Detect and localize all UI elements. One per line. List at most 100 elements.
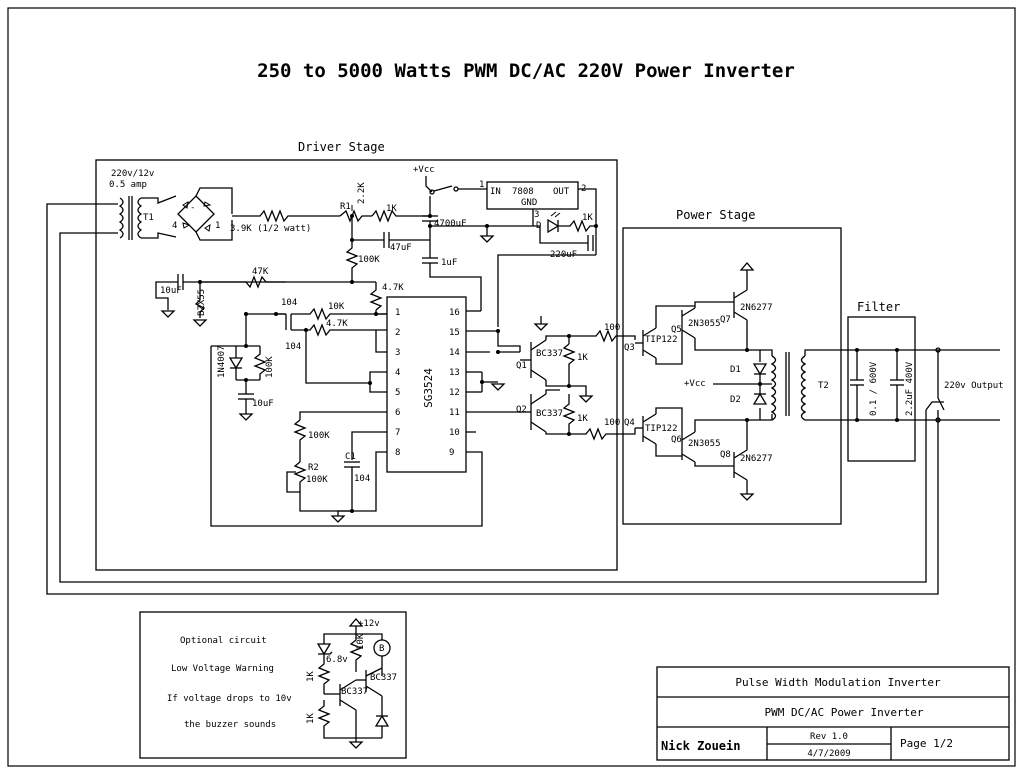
transistor-q2 [530, 393, 547, 433]
transistor-q5 [681, 307, 696, 339]
c1-value: 104 [354, 474, 370, 484]
optional-q-a-label: BC337 [341, 687, 368, 697]
q4-part: TIP122 [645, 424, 678, 434]
ic-pins-left: 1 2 3 4 5 6 7 8 [395, 308, 400, 458]
led-d-label: D [536, 221, 541, 231]
titleblock-page: Page 1/2 [900, 737, 953, 750]
ic-pin-left: 4 [395, 368, 400, 378]
buzzer-icon: B [373, 639, 391, 657]
optional-q-b [356, 667, 383, 697]
c-1uf-label: 1uF [441, 258, 457, 268]
q6-label: Q6 [671, 435, 682, 445]
r1-pot [339, 209, 372, 223]
r-100-b-label: 100 [604, 418, 620, 428]
ground-icon [192, 319, 208, 327]
junction-dots [198, 214, 899, 513]
r-100k-b-label: 100K [265, 356, 275, 378]
r-3k9-label: 3.9K (1/2 watt) [230, 224, 311, 234]
ic-pin-stubs [376, 310, 520, 433]
transformer-t1 [118, 195, 177, 240]
optional-line2: Low Voltage Warning [171, 664, 274, 674]
ground-icon [160, 310, 176, 318]
zener-label: BZX55 [197, 289, 207, 316]
ground-icon [330, 515, 346, 523]
titleblock-author: Nick Zouein [661, 739, 740, 753]
r2-value: 100K [306, 475, 328, 485]
regulator-pin3: 3 [534, 210, 539, 220]
r2-label: R2 [308, 463, 319, 473]
r-3k9-resistor [232, 209, 340, 223]
titleblock-rev: Rev 1.0 [810, 732, 848, 742]
filter-label: Filter [857, 300, 900, 314]
optional-line4: the buzzer sounds [184, 720, 276, 730]
ic-pin-right: 14 [449, 348, 460, 358]
ic-pin-left: 7 [395, 428, 400, 438]
optional-schematic: +12v 6.8v 10K B 1K BC337 BC337 [306, 618, 397, 749]
r-100-b [569, 427, 636, 441]
optional-1k-b-label: 1K [306, 713, 316, 724]
r-1k-top-label: 1K [386, 204, 397, 214]
c-47uf-label: 47uF [390, 243, 412, 253]
c-4700uf-label: 4700uF [434, 219, 467, 229]
ic-sg3524 [386, 296, 467, 473]
output-label: 220v Output [944, 381, 1004, 391]
transistor-q3 [635, 327, 657, 359]
buzzer-label: B [379, 644, 384, 654]
bridge-minus: - [190, 203, 195, 213]
power-stage-box [622, 227, 842, 525]
vcc-top-label: +Vcc [413, 165, 435, 175]
transistor-q1 [520, 339, 547, 381]
r2-pot [286, 461, 307, 493]
r-100k-c [293, 419, 307, 462]
diode-1n4007 [228, 357, 244, 370]
vcc-switch [425, 176, 433, 193]
ground-icon [533, 316, 549, 331]
r1-value: 2.2K [357, 182, 367, 204]
feedback-loop-inner [59, 232, 927, 583]
zener-diode-icon [316, 643, 333, 656]
optional-10k-label: 10K [356, 633, 366, 650]
ground-icon [739, 493, 755, 501]
optional-12v-label: +12v [358, 619, 380, 629]
t2-label: T2 [818, 381, 829, 391]
vcc-center-label: +Vcc [684, 379, 706, 389]
r-4k7-b-label: 4.7K [326, 319, 348, 329]
ground-icon [490, 383, 506, 391]
titleblock-subtitle: PWM DC/AC Power Inverter [765, 706, 924, 719]
q8-part: 2N6277 [740, 454, 773, 464]
r1-label: R1 [340, 202, 351, 212]
q4-label: Q4 [624, 418, 635, 428]
r-4k7-a-label: 4.7K [382, 283, 404, 293]
power-stage-label: Power Stage [676, 208, 755, 222]
c-104-b-label: 104 [285, 342, 301, 352]
ground-icon [578, 395, 594, 403]
optional-line1: Optional circuit [180, 636, 267, 646]
q1-label: Q1 [516, 361, 527, 371]
r-4k7-b [291, 323, 387, 337]
optional-1k-a-label: 1K [306, 671, 316, 682]
d1-label: D1 [730, 365, 741, 375]
bridge-rectifier [177, 187, 233, 241]
r-10k-label: 10K [328, 302, 345, 312]
ic-pin-left: 8 [395, 448, 400, 458]
r-1k-led-label: 1K [582, 213, 593, 223]
ic-pin-left: 1 [395, 308, 400, 318]
ic-pin-right: 10 [449, 428, 460, 438]
r-1k-top [371, 209, 430, 223]
r-100k-a [345, 240, 359, 272]
diode-d1 [752, 363, 768, 376]
regulator-pin1: 1 [479, 180, 484, 190]
q5-part: 2N3055 [688, 319, 721, 329]
r-1k-q1 [562, 343, 576, 386]
c-104-a-label: 104 [281, 298, 297, 308]
c-filter-a-label: 0.1 / 600V [869, 361, 879, 416]
driver-stage-box [95, 159, 618, 571]
r-100-a-label: 100 [604, 323, 620, 333]
q5-label: Q5 [671, 325, 682, 335]
title-block [656, 666, 1010, 761]
optional-q-b-label: BC337 [370, 673, 397, 683]
q7-part: 2N6277 [740, 303, 773, 313]
vcc-arrow-icon [739, 262, 755, 271]
regulator-out: OUT [553, 187, 570, 197]
t1-current: 0.5 amp [109, 180, 147, 190]
